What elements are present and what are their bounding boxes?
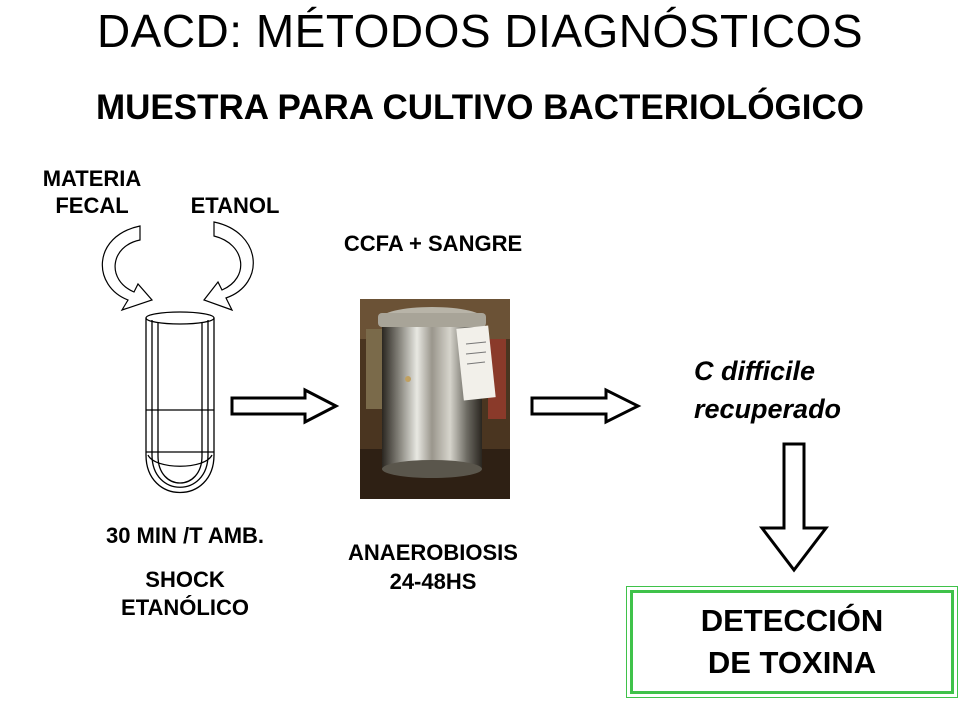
- page-subtitle: MUESTRA PARA CULTIVO BACTERIOLÓGICO: [95, 88, 865, 127]
- page-title: DACD: MÉTODOS DIAGNÓSTICOS: [96, 5, 864, 57]
- curved-arrow-left-icon: [101, 225, 154, 312]
- detection-line2: DE TOXINA: [707, 645, 877, 680]
- curved-arrow-right-icon: [203, 221, 254, 312]
- time-label: 30 MIN /T AMB.: [105, 523, 265, 548]
- anaerobic-jar-photo: [360, 299, 510, 499]
- materia-fecal-label: MATERIA FECAL: [42, 166, 142, 218]
- process-arrow-icon: [530, 387, 642, 425]
- process-arrow-icon: [230, 387, 340, 425]
- incubation-label: ANAEROBIOSIS 24-48HS: [348, 540, 518, 594]
- shock-label: SHOCK ETANÓLICO: [121, 567, 249, 620]
- toxin-detection-box: DETECCIÓN DE TOXINA: [626, 586, 958, 698]
- medium-label: CCFA + SANGRE: [343, 231, 523, 256]
- test-tube-icon: [145, 311, 215, 493]
- detection-line1: DETECCIÓN: [700, 603, 884, 638]
- result-label: C difficile recuperado: [694, 356, 842, 424]
- down-arrow-icon: [758, 442, 830, 573]
- etanol-label: ETANOL: [190, 193, 280, 218]
